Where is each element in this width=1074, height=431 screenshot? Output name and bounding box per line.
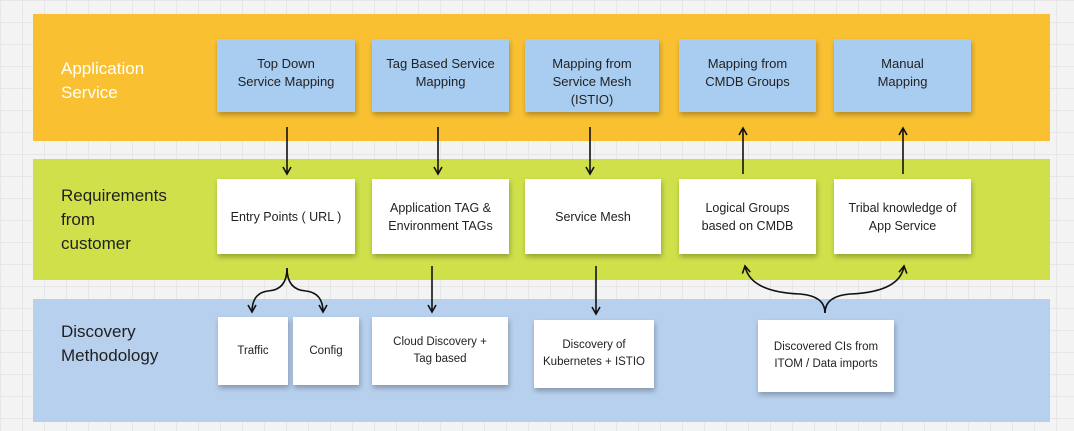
brace-cis-to-logical-groups (741, 264, 826, 314)
note-tag-based-service-mapping[interactable]: Tag Based Service Mapping (372, 39, 509, 112)
note-discovered-cis[interactable]: Discovered CIs from ITOM / Data imports (758, 320, 894, 392)
note-mapping-cmdb-groups[interactable]: Mapping from CMDB Groups (679, 39, 816, 112)
note-service-mesh[interactable]: Service Mesh (525, 179, 661, 254)
discovery-label: Discovery Methodology (61, 322, 159, 365)
brace-entry-to-traffic (247, 267, 288, 314)
note-cloud-discovery[interactable]: Cloud Discovery + Tag based (372, 317, 508, 385)
note-config[interactable]: Config (293, 317, 359, 385)
note-traffic[interactable]: Traffic (218, 317, 288, 385)
brace-entry-to-config (286, 267, 328, 314)
note-discovery-kubernetes[interactable]: Discovery of Kubernetes + ISTIO (534, 320, 654, 388)
note-logical-groups[interactable]: Logical Groups based on CMDB (679, 179, 816, 254)
note-mapping-service-mesh[interactable]: Mapping from Service Mesh (ISTIO) (525, 39, 659, 112)
note-entry-points[interactable]: Entry Points ( URL ) (217, 179, 355, 254)
note-tribal-knowledge[interactable]: Tribal knowledge of App Service (834, 179, 971, 254)
note-top-down-service-mapping[interactable]: Top Down Service Mapping (217, 39, 355, 112)
brace-cis-to-tribal (824, 264, 908, 314)
note-application-tags[interactable]: Application TAG & Environment TAGs (372, 179, 509, 254)
requirements-label: Requirements from customer (61, 186, 167, 253)
application-service-label: Application Service (61, 59, 145, 102)
note-manual-mapping[interactable]: Manual Mapping (834, 39, 971, 112)
